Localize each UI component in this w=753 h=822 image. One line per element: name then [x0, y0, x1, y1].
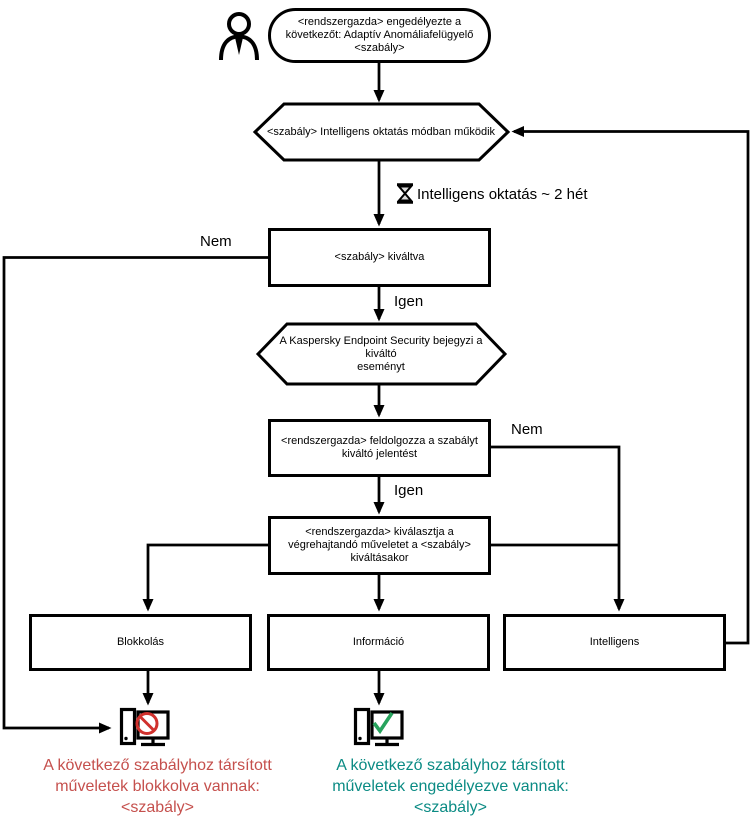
node-action-inform: Információ [267, 614, 490, 671]
edge-no-right-to-smart [491, 445, 625, 612]
node-admin-enabled-line: <szabály> [354, 42, 405, 54]
check-icon [372, 712, 394, 735]
node-action-selected-line: végrehajtandó műveletet a <szabály> [288, 539, 471, 551]
node-event-logged-line: A Kaspersky Endpoint Security bejegyzi a… [279, 334, 483, 360]
node-training-mode-label: <szabály> Intelligens oktatás módban műk… [266, 125, 496, 138]
node-action-selected-line: kiváltásakor [350, 552, 409, 564]
node-admin-enabled-line: <rendszergazda> engedélyezte a [297, 16, 462, 28]
result-allowed-line: <szabály> [414, 799, 487, 816]
node-report-processed-line: <rendszergazda> feldolgozza a szabályt [281, 435, 478, 447]
hexagon-event-logged [255, 322, 508, 386]
edge-label-yes-bottom: Igen [394, 482, 424, 499]
edge-smart-feedback [511, 126, 750, 645]
person-icon [219, 12, 259, 61]
node-admin-enabled-line: következőt: Adaptív Anomáliafelügyelő [285, 29, 474, 41]
node-report-processed: <rendszergazda> feldolgozza a szabályt k… [268, 419, 491, 477]
hexagon-training-mode [252, 102, 511, 162]
computer-blocked-icon [119, 707, 170, 747]
node-rule-triggered-label: <szabály> kiváltva [334, 251, 425, 263]
edge-action-to-block [142, 543, 268, 612]
node-report-processed-line: kiváltó jelentést [341, 448, 418, 460]
node-action-smart-label: Intelligens [589, 636, 640, 648]
edge-label-yes-top: Igen [394, 293, 424, 310]
node-event-logged-line: eseményt [357, 360, 405, 373]
node-action-block-label: Blokkolás [116, 636, 165, 648]
training-duration-label: Intelligens oktatás ~ 2 hét [417, 186, 588, 203]
computer-check-icon [353, 707, 404, 747]
result-blocked-text: A következő szabályhoz társított művelet… [25, 755, 290, 818]
result-allowed-text: A következő szabályhoz társított művelet… [318, 755, 583, 818]
node-event-logged-label: A Kaspersky Endpoint Security bejegyzi a… [264, 326, 498, 382]
result-blocked-line: műveletek blokkolva vannak: [55, 778, 260, 795]
node-action-block: Blokkolás [29, 614, 252, 671]
result-allowed-line: műveletek engedélyezve vannak: [332, 778, 569, 795]
node-action-selected-line: <rendszergazda> kiválasztja a [305, 526, 454, 538]
prohibition-icon [135, 712, 159, 735]
node-action-inform-label: Információ [352, 636, 405, 648]
result-blocked-line: A következő szabályhoz társított [43, 757, 272, 774]
node-rule-triggered: <szabály> kiváltva [268, 228, 491, 287]
hourglass-icon [396, 183, 414, 204]
result-blocked-line: <szabály> [121, 799, 194, 816]
edge-label-no-right: Nem [511, 421, 543, 438]
node-admin-enabled: <rendszergazda> engedélyezte a következő… [268, 8, 491, 63]
edge-no-left-loop [2, 256, 268, 734]
node-action-smart: Intelligens [503, 614, 726, 671]
edge-label-no-left: Nem [200, 233, 232, 250]
node-action-selected: <rendszergazda> kiválasztja a végrehajta… [268, 516, 491, 575]
result-allowed-line: A következő szabályhoz társított [336, 757, 565, 774]
